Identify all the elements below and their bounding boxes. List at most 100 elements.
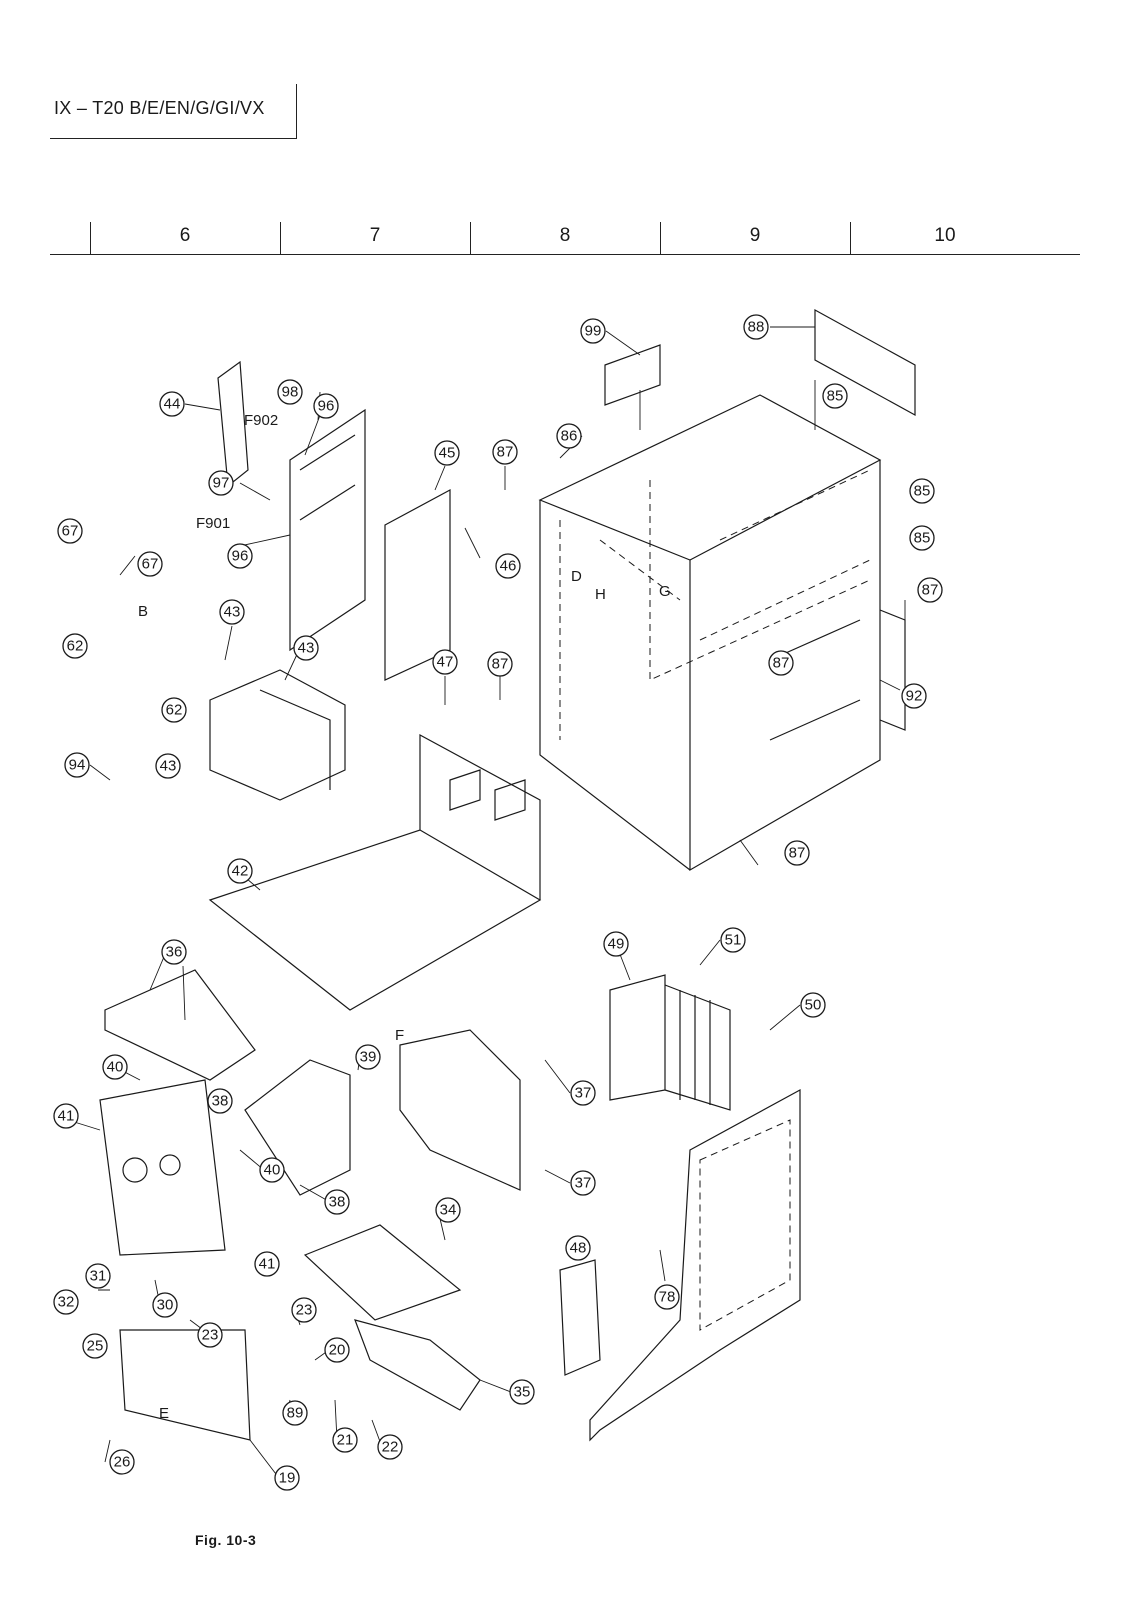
grid-col-9: 9 (749, 225, 761, 246)
callout-22: 22 (377, 1434, 403, 1460)
svg-text:85: 85 (914, 483, 931, 500)
callout-37: 37 (570, 1080, 596, 1106)
callout-42: 42 (227, 858, 253, 884)
callout-78: 78 (654, 1284, 680, 1310)
grid-col-6: 6 (179, 225, 191, 246)
grid-divider (660, 222, 661, 254)
callout-39: 39 (355, 1044, 381, 1070)
tape-mechanism (99, 1079, 226, 1256)
label-plate-88 (814, 308, 916, 417)
callout-62: 62 (161, 697, 187, 723)
callout-50: 50 (800, 992, 826, 1018)
label-plate-99 (604, 344, 661, 406)
svg-text:43: 43 (224, 604, 241, 621)
callout-21: 21 (332, 1427, 358, 1453)
label-d: D (571, 568, 582, 585)
amp-board (399, 1029, 521, 1191)
label-g: G (659, 583, 671, 600)
svg-text:89: 89 (287, 1405, 304, 1422)
svg-text:96: 96 (318, 398, 335, 415)
callout-85: 85 (909, 478, 935, 504)
callout-26: 26 (109, 1449, 135, 1475)
callout-86: 86 (556, 423, 582, 449)
callout-85: 85 (822, 383, 848, 409)
grid-col-8: 8 (559, 225, 571, 246)
callout-38: 38 (207, 1088, 233, 1114)
svg-text:94: 94 (69, 757, 86, 774)
svg-text:23: 23 (202, 1327, 219, 1344)
svg-text:30: 30 (157, 1297, 174, 1314)
svg-text:86: 86 (561, 428, 578, 445)
callout-44: 44 (159, 391, 185, 417)
svg-text:37: 37 (575, 1175, 592, 1192)
callout-94: 94 (64, 752, 90, 778)
shield-45 (384, 488, 451, 681)
label-f902: F902 (244, 412, 278, 429)
svg-text:87: 87 (789, 845, 806, 862)
callout-89: 89 (282, 1400, 308, 1426)
chassis (208, 733, 542, 1011)
main-board-assembly (589, 1088, 801, 1442)
callout-38: 38 (324, 1189, 350, 1215)
callout-97: 97 (208, 470, 234, 496)
callout-62: 62 (62, 633, 88, 659)
svg-text:42: 42 (232, 863, 249, 880)
callout-48: 48 (565, 1235, 591, 1261)
svg-text:38: 38 (329, 1194, 346, 1211)
grid-divider (280, 222, 281, 254)
callout-23: 23 (197, 1322, 223, 1348)
callout-43: 43 (155, 753, 181, 779)
callout-46: 46 (495, 553, 521, 579)
svg-text:88: 88 (748, 319, 765, 336)
callout-37: 37 (570, 1170, 596, 1196)
svg-text:43: 43 (298, 640, 315, 657)
svg-text:41: 41 (58, 1108, 75, 1125)
label-h: H (595, 586, 606, 603)
svg-text:32: 32 (58, 1294, 75, 1311)
side-bracket-48 (559, 1259, 601, 1376)
callout-41: 41 (254, 1251, 280, 1277)
callout-43: 43 (219, 599, 245, 625)
svg-text:67: 67 (142, 556, 159, 573)
callout-51: 51 (720, 927, 746, 953)
grid-divider (90, 222, 91, 254)
callout-88: 88 (743, 314, 769, 340)
svg-text:20: 20 (329, 1342, 346, 1359)
svg-text:87: 87 (497, 444, 514, 461)
svg-text:35: 35 (514, 1384, 531, 1401)
callout-25: 25 (82, 1333, 108, 1359)
svg-text:48: 48 (570, 1240, 587, 1257)
callout-36: 36 (161, 939, 187, 965)
svg-text:49: 49 (608, 936, 625, 953)
svg-text:99: 99 (585, 323, 602, 340)
callout-31: 31 (85, 1263, 111, 1289)
callout-49: 49 (603, 931, 629, 957)
callout-19: 19 (274, 1465, 300, 1491)
callout-98: 98 (277, 379, 303, 405)
header-box: IX – T20 B/E/EN/G/GI/VX (50, 84, 297, 139)
svg-text:78: 78 (659, 1289, 676, 1306)
heatsink (609, 974, 731, 1111)
leader-lines (54, 326, 906, 1479)
sub-board-38 (244, 1059, 351, 1196)
callout-40: 40 (259, 1157, 285, 1183)
svg-text:43: 43 (160, 758, 177, 775)
svg-text:44: 44 (164, 396, 181, 413)
svg-text:85: 85 (914, 530, 931, 547)
svg-text:38: 38 (212, 1093, 229, 1110)
callout-87: 87 (784, 840, 810, 866)
svg-text:87: 87 (492, 656, 509, 673)
svg-text:62: 62 (67, 638, 84, 655)
svg-text:39: 39 (360, 1049, 377, 1066)
main-pcb (289, 408, 366, 652)
svg-text:21: 21 (337, 1432, 354, 1449)
bracket-19 (119, 1329, 251, 1441)
callout-67: 67 (137, 551, 163, 577)
svg-text:96: 96 (232, 548, 249, 565)
grid-divider (850, 222, 851, 254)
grid-reference-strip: 6 7 8 9 10 (50, 218, 1080, 255)
callout-85: 85 (909, 525, 935, 551)
callout-20: 20 (324, 1337, 350, 1363)
svg-text:67: 67 (62, 523, 79, 540)
